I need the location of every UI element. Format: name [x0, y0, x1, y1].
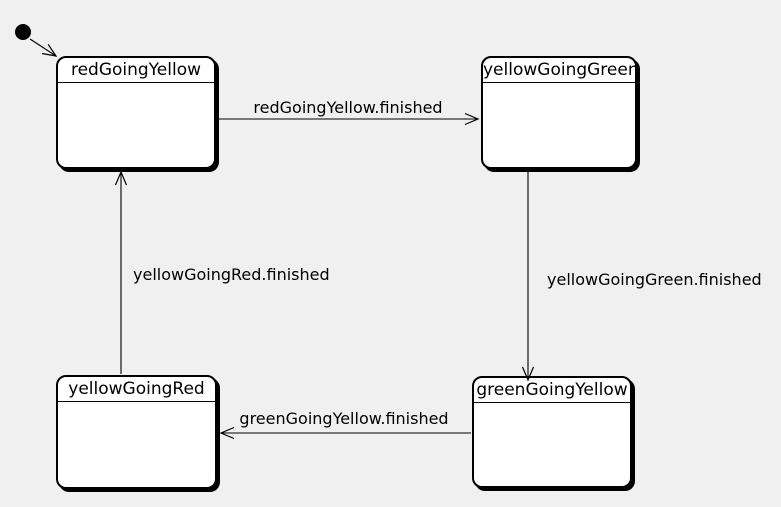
state-yellowGoingRed[interactable]: yellowGoingRed	[56, 375, 217, 489]
transition-label-greenGoingYellow-finished[interactable]: greenGoingYellow.finished	[239, 409, 449, 428]
state-title-greenGoingYellow: greenGoingYellow	[474, 378, 630, 403]
initial-state-marker[interactable]	[15, 24, 31, 40]
transition-label-redGoingYellow-finished[interactable]: redGoingYellow.finished	[253, 98, 443, 117]
state-title-yellowGoingGreen: yellowGoingGreen	[483, 58, 635, 83]
state-greenGoingYellow[interactable]: greenGoingYellow	[472, 376, 632, 488]
transition-label-yellowGoingRed-finished[interactable]: yellowGoingRed.finished	[133, 265, 330, 284]
state-yellowGoingGreen[interactable]: yellowGoingGreen	[481, 56, 637, 169]
state-title-redGoingYellow: redGoingYellow	[58, 58, 214, 83]
transition-label-yellowGoingGreen-finished[interactable]: yellowGoingGreen.finished	[547, 270, 762, 289]
state-redGoingYellow[interactable]: redGoingYellow	[56, 56, 216, 169]
state-title-yellowGoingRed: yellowGoingRed	[58, 377, 215, 402]
transition-arrow-initial-to-redGoingYellow[interactable]	[29, 38, 58, 57]
